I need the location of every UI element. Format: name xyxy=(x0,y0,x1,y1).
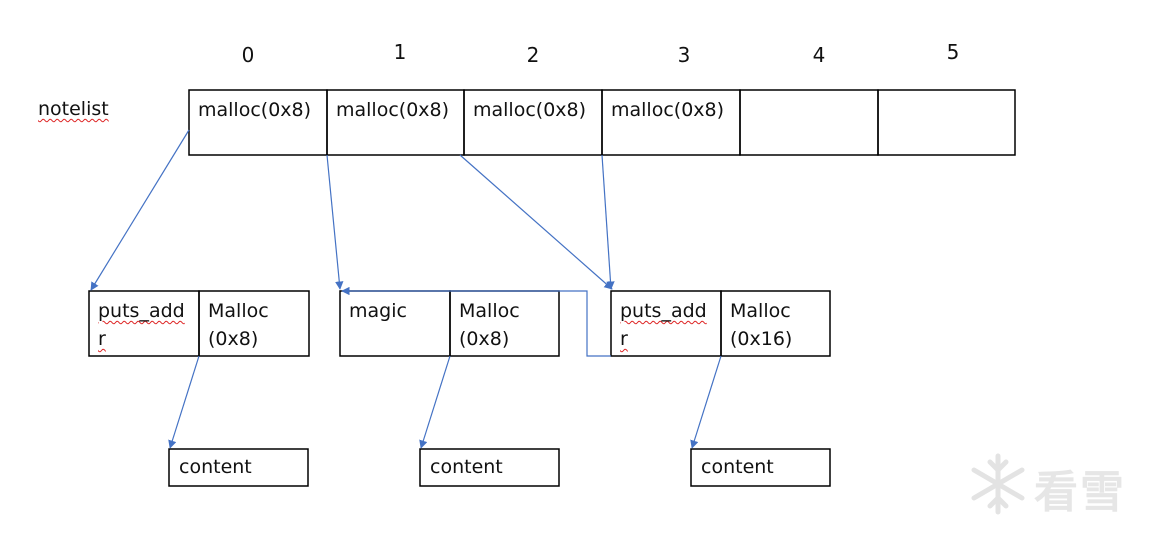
arrow-chunk2-to-chunk1 xyxy=(341,286,611,357)
content-label-2: content xyxy=(701,456,774,478)
pointer-arrows xyxy=(90,129,722,449)
arrow-chunk0-to-content0 xyxy=(168,355,200,449)
arrow-slot0-to-chunk0 xyxy=(90,129,190,291)
slot-label-3: malloc(0x8) xyxy=(611,99,725,121)
notelist-slot-5 xyxy=(877,89,1016,156)
arrow-chunk2-to-content2 xyxy=(690,355,722,449)
chunk-0-right xyxy=(198,290,310,357)
chunk-2-size-line-2: (0x16) xyxy=(730,328,793,350)
index-label-1: 1 xyxy=(393,40,407,64)
content-box-0 xyxy=(168,448,309,487)
chunk-0-size-line-2: (0x8) xyxy=(208,328,259,350)
chunk-0-size-line-1: Malloc xyxy=(208,300,269,322)
chunk-1-field-line-1: magic xyxy=(349,300,407,322)
index-label-0: 0 xyxy=(241,43,255,67)
arrow-slot1-to-chunk1 xyxy=(326,154,344,290)
slot-label-2: malloc(0x8) xyxy=(473,99,587,121)
watermark-text: 看雪 xyxy=(1034,467,1126,518)
index-label-2: 2 xyxy=(526,43,540,67)
chunk-0-field-line-1: puts_add xyxy=(98,300,185,322)
content-box-1 xyxy=(419,448,560,487)
notelist-array xyxy=(188,89,1016,156)
arrow-chunk1-to-content1 xyxy=(419,355,451,449)
content-box-2 xyxy=(690,448,831,487)
slot-label-1: malloc(0x8) xyxy=(336,99,450,121)
index-label-3: 3 xyxy=(677,43,691,67)
snowflake-icon xyxy=(971,453,1025,515)
chunk-1-size-line-1: Malloc xyxy=(459,300,520,322)
chunk-2-field-line-2: r xyxy=(620,328,628,350)
chunk-2-right xyxy=(720,290,831,357)
chunk-2-size-line-1: Malloc xyxy=(730,300,791,322)
content-chunks xyxy=(168,448,831,487)
chunk-2-field-line-1: puts_add xyxy=(620,300,707,322)
index-label-5: 5 xyxy=(946,40,960,64)
notelist-slot-4 xyxy=(739,89,879,156)
slot-label-0: malloc(0x8) xyxy=(198,99,312,121)
chunk-0-field-line-2: r xyxy=(98,328,106,350)
arrow-slot3-to-chunk2 xyxy=(601,154,615,290)
chunk-1-size-line-2: (0x8) xyxy=(459,328,510,350)
notelist-label: notelist xyxy=(38,98,109,120)
index-label-4: 4 xyxy=(812,43,826,67)
arrow-slot2-to-chunk2 xyxy=(459,154,613,290)
content-label-0: content xyxy=(179,456,252,478)
content-label-1: content xyxy=(430,456,503,478)
